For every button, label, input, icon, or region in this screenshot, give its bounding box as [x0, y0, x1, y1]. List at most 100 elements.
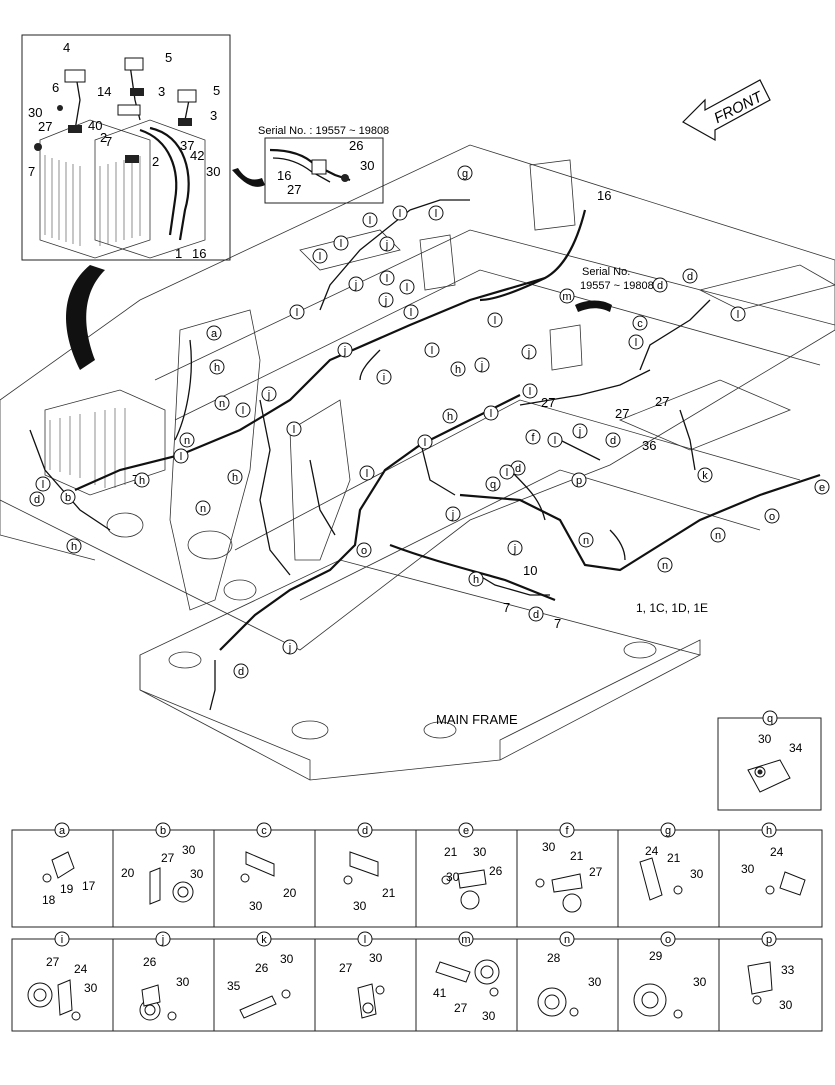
diagram-letter-callout-circle: [379, 236, 395, 252]
diagram-letter-callout-circle: [628, 334, 644, 350]
diagram-letter-callout-circle: [457, 165, 473, 181]
diagram-letter-callout: h: [447, 411, 453, 423]
diagram-letter-callout: j: [267, 389, 270, 401]
detail-part-m: 27: [454, 1001, 468, 1015]
diagram-letter-callout: i: [383, 372, 385, 384]
diagram-letter-callout-circle: [66, 538, 82, 554]
main-frame-drawing: [0, 144, 835, 781]
diagram-letter-callout: l: [42, 479, 44, 491]
diagram-letter-callout-circle: [559, 288, 575, 304]
detail-header-l-circle: [357, 931, 373, 947]
diagram-letter-callout: d: [657, 280, 663, 292]
detail-part-c: 20: [283, 886, 297, 900]
diagram-letter-callout-circle: [286, 421, 302, 437]
detail-header-e: e: [463, 825, 469, 837]
detail-header-j: j: [161, 934, 164, 946]
detail-part-h: 30: [741, 862, 755, 876]
diagram-letter-callout-circle: [697, 467, 713, 483]
diagram-letter-callout-circle: [507, 540, 523, 556]
detail-header-d-circle: [357, 822, 373, 838]
detail-part-i: 24: [74, 962, 88, 976]
detail-part-b: 30: [190, 867, 204, 881]
diagram-letter-callout-circle: [710, 527, 726, 543]
detail-part-o: 30: [693, 975, 707, 989]
diagram-letter-callout-circle: [525, 429, 541, 445]
detail-header-p: p: [766, 934, 772, 946]
battery-callout: 42: [190, 148, 204, 163]
diagram-letter-callout: l: [424, 437, 426, 449]
detail-header-n: n: [564, 934, 570, 946]
diagram-letter-callout-circle: [442, 408, 458, 424]
diagram-letter-callout: d: [687, 271, 693, 283]
diagram-letter-callout-circle: [333, 235, 349, 251]
detail-part-p: 30: [779, 998, 793, 1012]
diagram-letter-callout-circle: [657, 557, 673, 573]
diagram-letter-callout-circle: [445, 506, 461, 522]
detail-part-k: 30: [280, 952, 294, 966]
diagram-letter-callout: d: [515, 463, 521, 475]
diagram-letter-callout: l: [490, 408, 492, 420]
detail-part-i: 27: [46, 955, 60, 969]
diagram-letter-callout-circle: [195, 500, 211, 516]
detail-header-i-circle: [54, 931, 70, 947]
diagram-letter-callout: d: [238, 666, 244, 678]
detail-header-j-circle: [155, 931, 171, 947]
diagram-letter-callout-circle: [376, 369, 392, 385]
serial-detail-inset: [264, 137, 384, 204]
detail-header-d: d: [362, 825, 368, 837]
diagram-letter-callout: l: [180, 451, 182, 463]
detail-part-g: 24: [645, 844, 659, 858]
detail-part-a: 19: [60, 882, 74, 896]
diagram-number: 16: [597, 188, 611, 203]
diagram-letter-callout: p: [576, 475, 582, 487]
detail-part-l: 30: [369, 951, 383, 965]
serial-inset-callout: 27: [287, 182, 301, 197]
detail-part-j: 26: [143, 955, 157, 969]
detail-part-e: 26: [489, 864, 503, 878]
detail-header-g: g: [665, 825, 671, 837]
battery-callout: 3: [210, 108, 217, 123]
battery-detail-inset: [21, 34, 231, 261]
detail-header-b: b: [160, 825, 166, 837]
detail-header-a: a: [59, 825, 66, 837]
battery-callout: 30: [206, 164, 220, 179]
diagram-letter-callout-circle: [572, 423, 588, 439]
diagram-letter-callout-circle: [356, 542, 372, 558]
diagram-letter-callout: b: [65, 492, 71, 504]
detail-q-box: [717, 717, 822, 811]
diagram-letter-callout: j: [354, 279, 357, 291]
battery-callout: 14: [97, 84, 111, 99]
diagram-letter-callout: j: [513, 543, 516, 555]
detail-part-b: 20: [121, 866, 135, 880]
serial-inset-callout: 26: [349, 138, 363, 153]
diagram-letter-callout: l: [410, 307, 412, 319]
diagram-letter-callout-circle: [499, 464, 515, 480]
detail-part-a: 18: [42, 893, 56, 907]
serial-inset-callout: 16: [277, 168, 291, 183]
diagram-letter-callout: l: [366, 468, 368, 480]
detail-header-f: f: [565, 825, 569, 837]
diagram-letter-callout: j: [288, 642, 291, 654]
detail-header-k-circle: [256, 931, 272, 947]
serial-label-2b: 19557 ~ 19808: [580, 280, 654, 292]
diagram-letter-callout: l: [293, 424, 295, 436]
detail-q-part: 30: [758, 732, 772, 746]
diagram-letter-callout: c: [637, 318, 643, 330]
diagram-number: 10: [523, 563, 537, 578]
detail-part-k: 26: [255, 961, 269, 975]
detail-header-a-circle: [54, 822, 70, 838]
detail-header-e-circle: [458, 822, 474, 838]
detail-header-m: m: [461, 934, 470, 946]
diagram-letter-callout-circle: [134, 472, 150, 488]
battery-callout: 3: [158, 84, 165, 99]
diagram-letter-callout: l: [494, 315, 496, 327]
diagram-letter-callout-circle: [424, 342, 440, 358]
diagram-letter-callout-circle: [652, 277, 668, 293]
diagram-letter-callout-circle: [730, 306, 746, 322]
diagram-number: 27: [541, 395, 555, 410]
detail-header-g-circle: [660, 822, 676, 838]
diagram-letter-callout: d: [533, 609, 539, 621]
diagram-letter-callout: n: [662, 560, 668, 572]
battery-callout: 7: [28, 164, 35, 179]
